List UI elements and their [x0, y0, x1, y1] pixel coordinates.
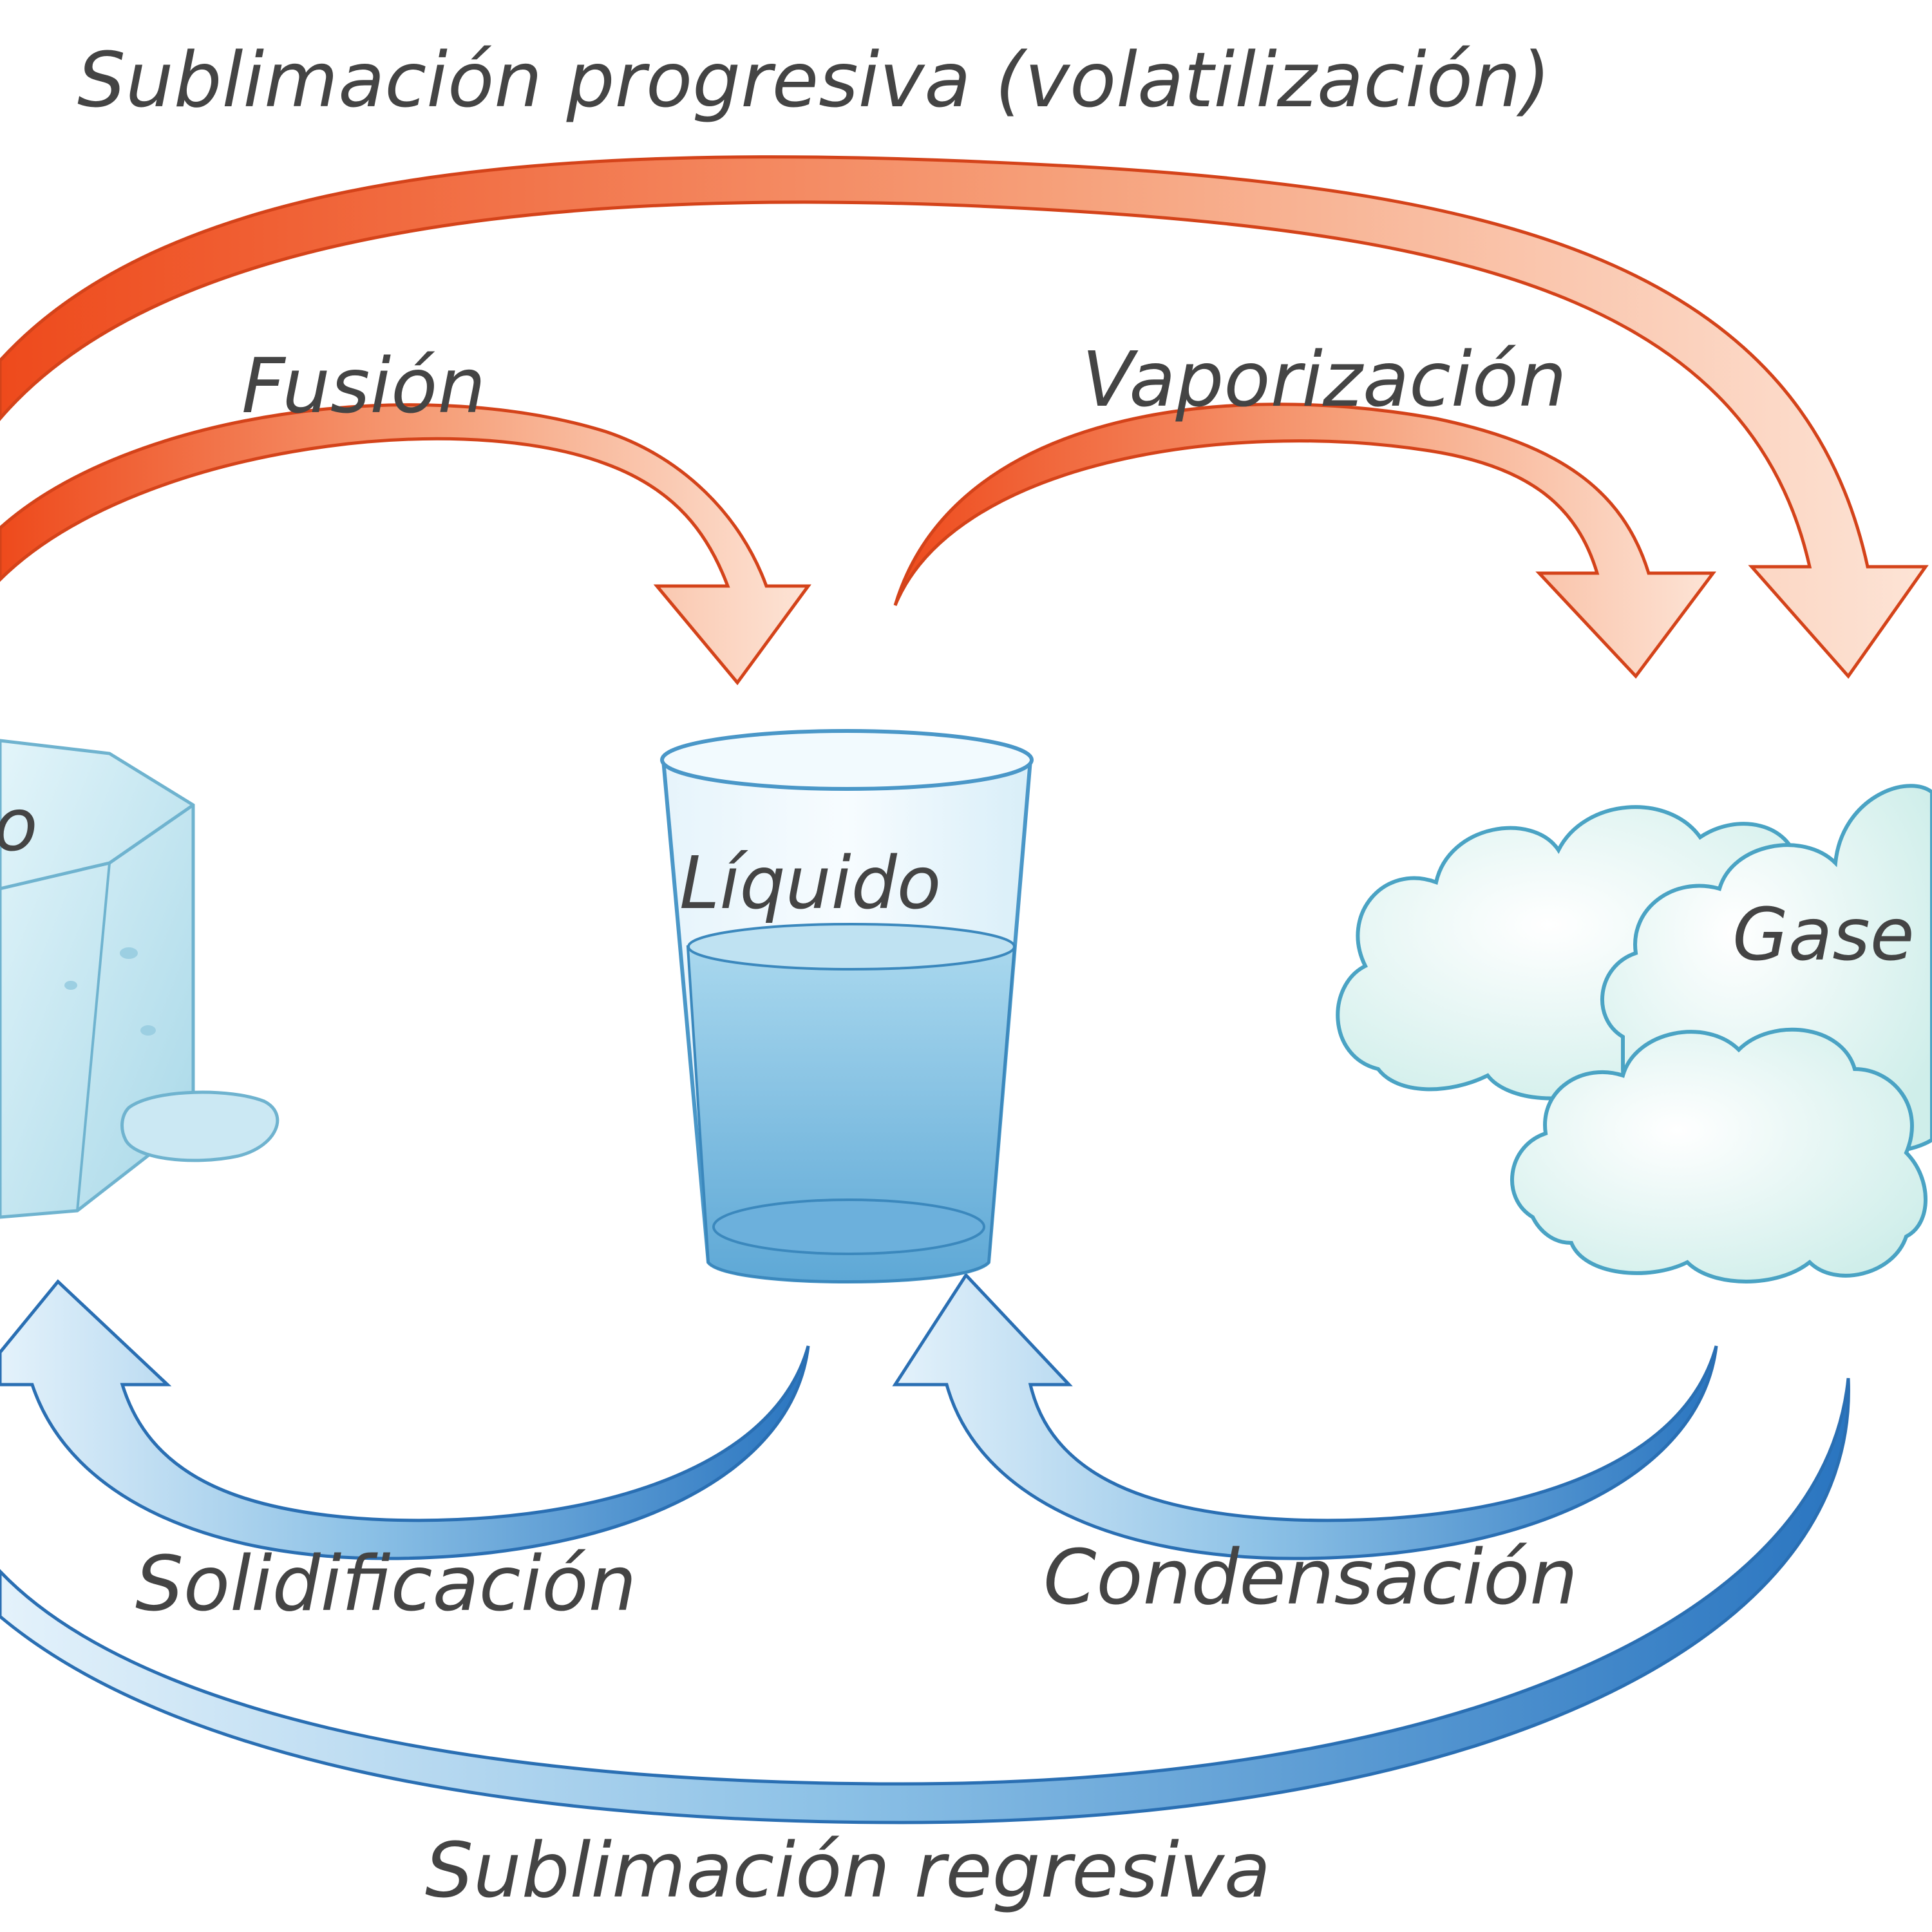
- sublimacion-regresiva-label: Sublimación regresiva: [425, 1826, 1271, 1915]
- sublimacion-regresiva-arrow: [0, 1378, 1850, 1824]
- sublimacion-progresiva-arrow: [0, 155, 1929, 679]
- condensacion-arrow: [892, 1272, 1718, 1560]
- solid-state-label: o: [0, 784, 38, 867]
- solidificacion-label: Solidificación: [135, 1539, 636, 1628]
- condensacion-label: Condensación: [1043, 1533, 1578, 1622]
- vaporizacion-label: Vaporización: [1082, 335, 1567, 424]
- sublimacion-progresiva-label: Sublimación progresiva (volatilización): [77, 35, 1551, 124]
- meltwater-puddle: [120, 1090, 279, 1162]
- water-glass: [660, 729, 1034, 1283]
- liquid-state-label: Líquido: [679, 842, 941, 925]
- vaporizacion-arrow: [893, 402, 1716, 679]
- solidificacion-arrow: [0, 1279, 810, 1560]
- gas-state-label: Gase: [1732, 893, 1915, 977]
- fusion-arrow: [0, 403, 811, 686]
- gas-clouds: [1336, 784, 1932, 1283]
- fusion-label: Fusión: [242, 341, 486, 430]
